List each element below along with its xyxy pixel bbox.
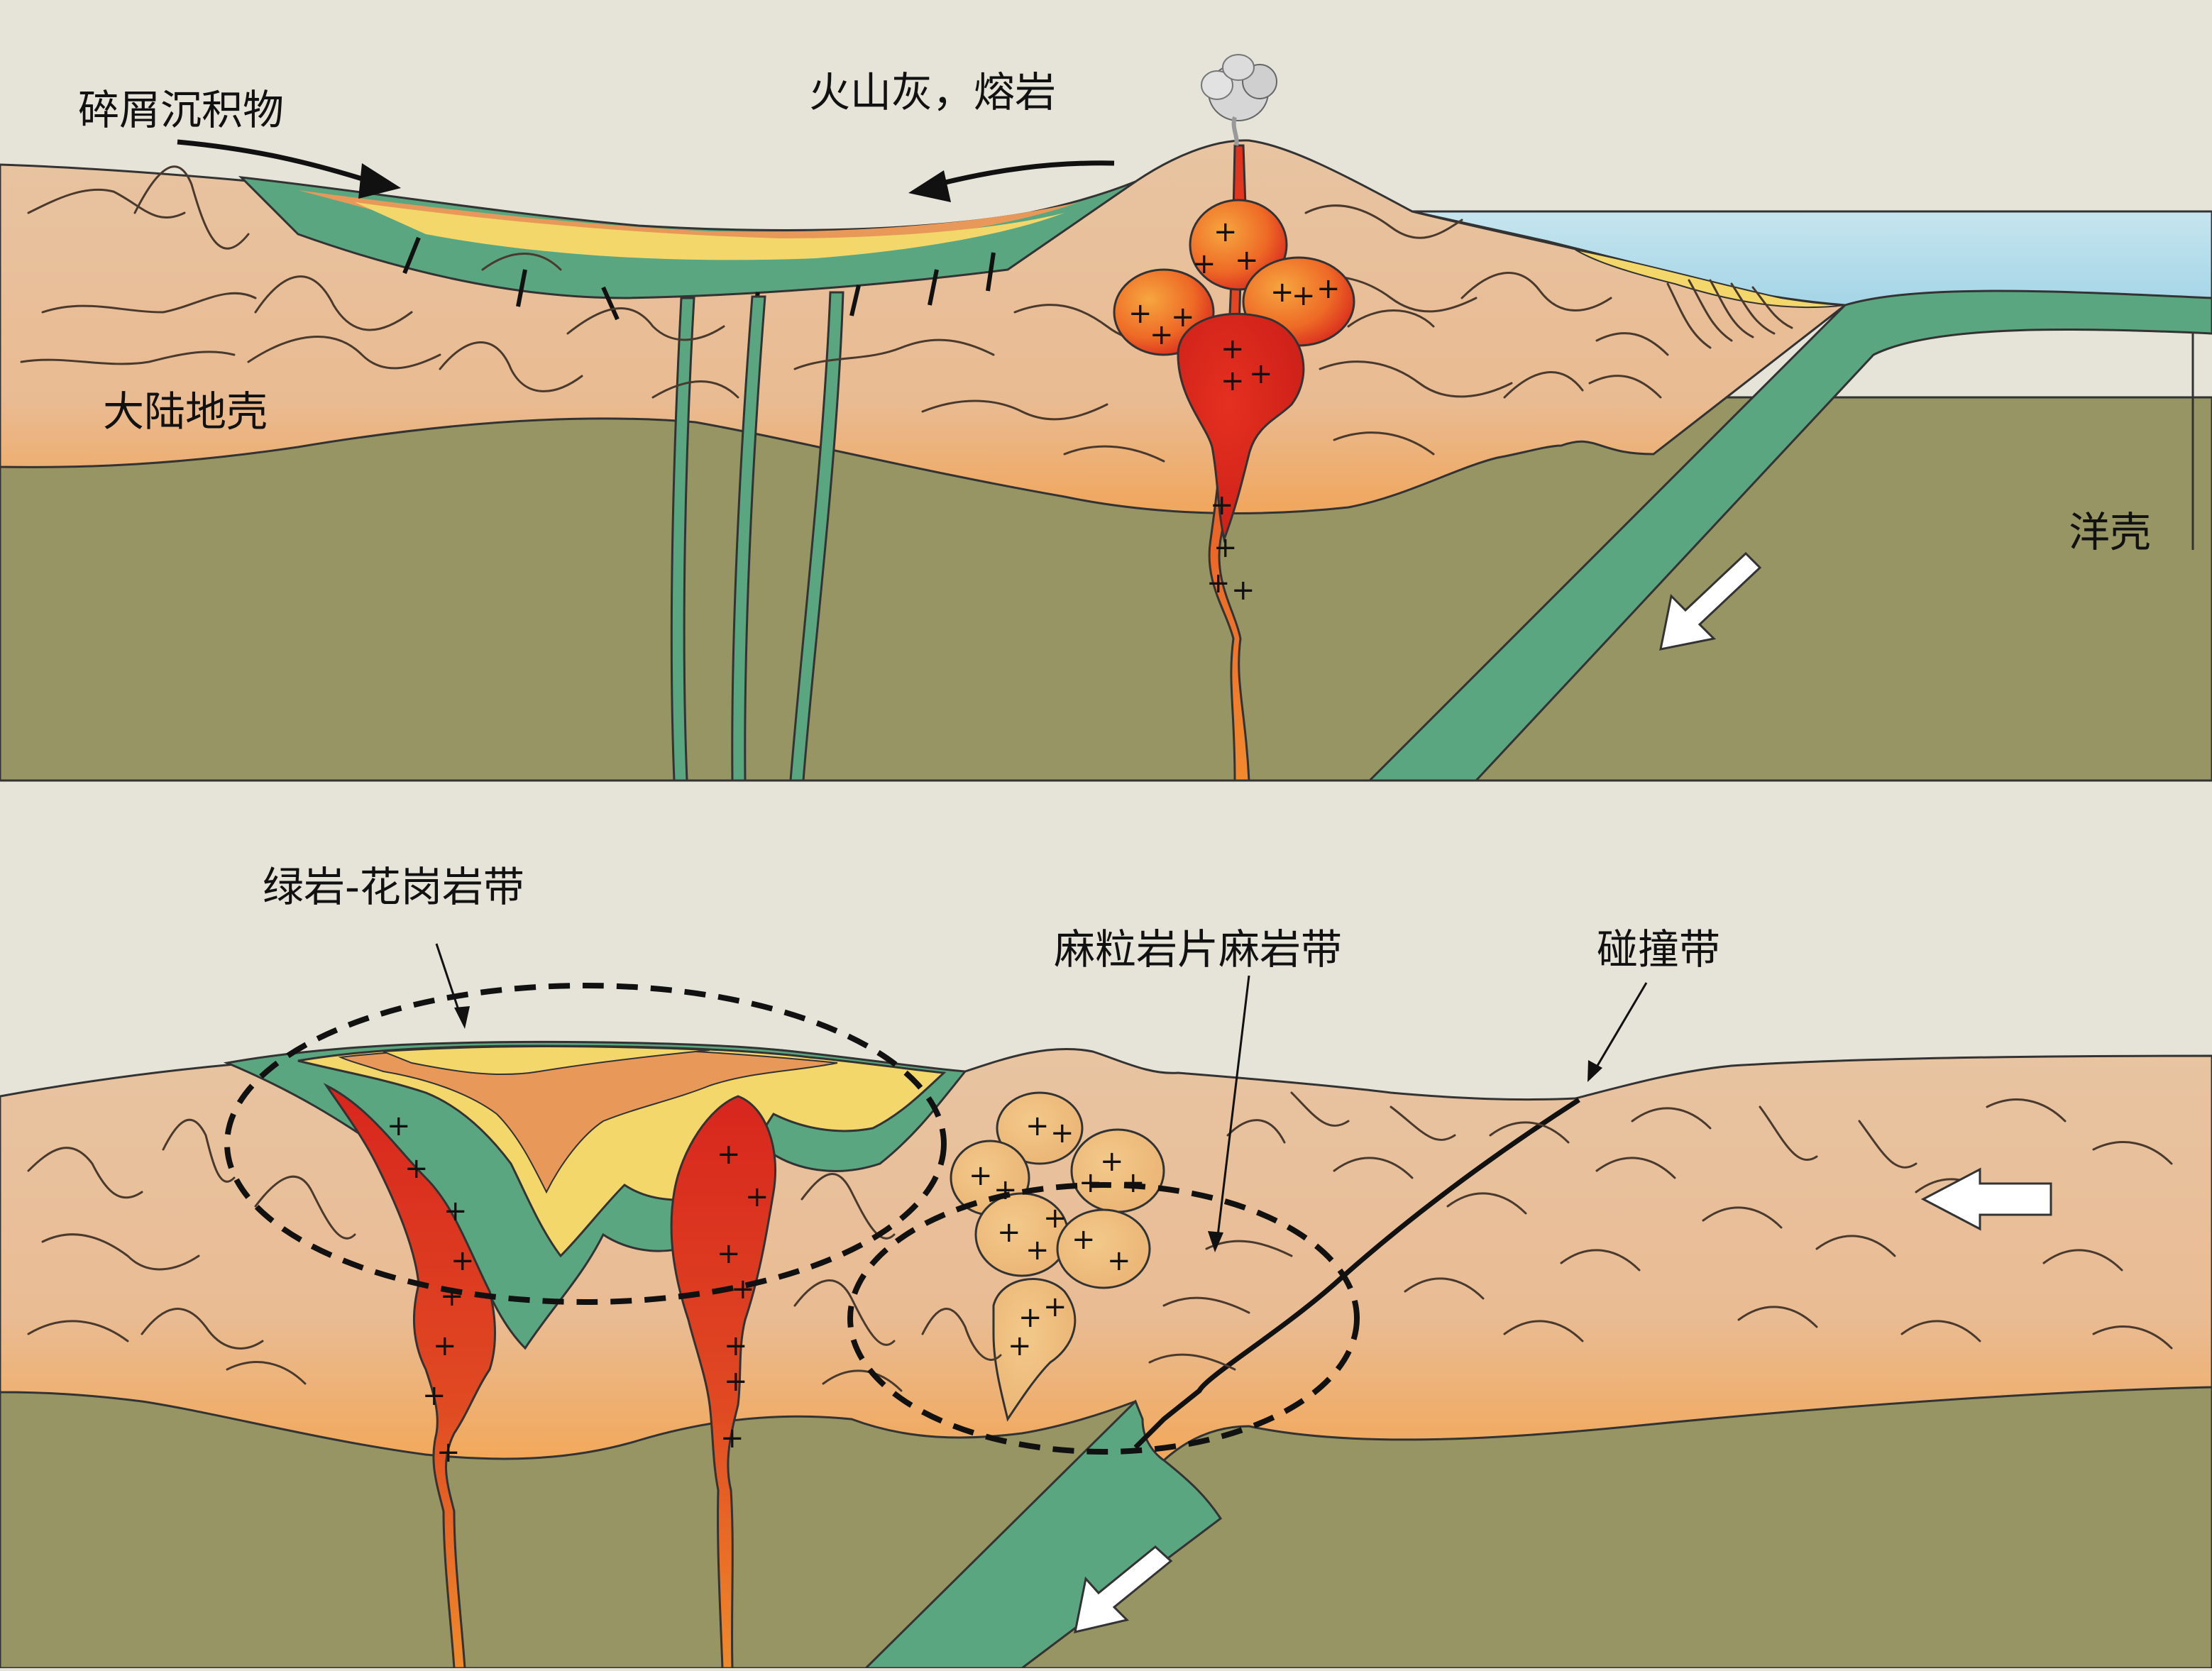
svg-text:+: +	[1270, 276, 1294, 309]
svg-text:+: +	[433, 1330, 457, 1362]
svg-text:+: +	[436, 1436, 461, 1469]
svg-text:+: +	[451, 1245, 475, 1277]
label-oceanic-crust: 洋壳	[2069, 508, 2151, 556]
svg-text:+: +	[1221, 333, 1245, 365]
svg-text:+: +	[1292, 280, 1316, 312]
greenstone-yellow-layer	[297, 1044, 947, 1258]
granite-dykes: +++ +++ ++ +++ +++ +	[323, 1083, 777, 1670]
granulite-leader	[1216, 975, 1250, 1242]
svg-text:+: +	[724, 1365, 748, 1398]
svg-text:+: +	[1171, 301, 1195, 333]
greenstone-top-yellow	[383, 1046, 710, 1076]
svg-text:+: +	[1214, 531, 1238, 564]
label-ash-lava: 火山灰，熔岩	[809, 68, 1056, 116]
svg-text:+: +	[969, 1159, 993, 1192]
collision-leader	[1592, 982, 1648, 1074]
bottom-subducting-slab	[863, 1399, 1223, 1670]
greenstone-granite-ellipse	[224, 983, 947, 1305]
top-black-arrows	[177, 139, 1115, 202]
feeder-dykes	[670, 291, 844, 782]
debris-arrowhead	[358, 163, 401, 199]
granulite-gneiss-ellipse	[847, 1182, 1360, 1455]
svg-text:+: +	[1231, 574, 1255, 607]
collision-leader-head	[1588, 1060, 1602, 1082]
svg-text:+: +	[1050, 1117, 1074, 1149]
bottom-compression-arrow-icon	[1920, 1167, 2052, 1231]
label-collision: 碰撞带	[1597, 925, 1720, 974]
ash-lava-arrowhead	[908, 170, 951, 202]
dome-plus-marks: ++ ++ +++ +++ ++ +++	[969, 1110, 1145, 1362]
top-magma-system: +++ +++ +++ +++ +++ +	[1113, 144, 1355, 782]
svg-text:+: +	[1249, 358, 1273, 390]
granulite-leader-head	[1208, 1231, 1223, 1252]
svg-text:+: +	[997, 1216, 1021, 1249]
label-granulite-gneiss: 麻粒岩片麻岩带	[1054, 925, 1342, 974]
svg-text:+: +	[1100, 1145, 1124, 1178]
label-greenstone-granite: 绿岩-花岗岩带	[263, 863, 524, 911]
svg-text:+: +	[731, 1273, 755, 1306]
collision-fault	[1133, 1098, 1580, 1450]
top-magma-chamber-main	[1177, 312, 1305, 544]
svg-text:+: +	[745, 1181, 769, 1213]
svg-text:+: +	[1235, 244, 1259, 277]
svg-text:+: +	[717, 1138, 741, 1171]
top-panel: +++ +++ +++ +++ +++ +	[0, 54, 2212, 782]
svg-text:+: +	[422, 1379, 446, 1412]
svg-text:+: +	[994, 1174, 1018, 1206]
greenstone-leader	[435, 943, 463, 1019]
svg-text:+: +	[1008, 1330, 1032, 1362]
svg-text:+: +	[1192, 248, 1216, 280]
bottom-panel: +++ +++ ++ +++ +++ + ++ ++ +++ +++ ++ ++	[0, 863, 2212, 1670]
top-magma-plus-marks: +++ +++ +++ +++ +++ +	[1128, 216, 1341, 607]
svg-text:+: +	[1072, 1223, 1096, 1256]
dyke-plus-marks: +++ +++ ++ +++ +++ +	[387, 1110, 769, 1469]
svg-text:+: +	[720, 1422, 744, 1455]
bottom-subduction-arrow-icon	[1074, 1545, 1173, 1633]
bottom-crust-foliation	[27, 1091, 2173, 1392]
granite-domes: ++ ++ +++ +++ ++ +++	[950, 1091, 1165, 1422]
svg-text:+: +	[387, 1110, 411, 1142]
svg-text:+: +	[724, 1330, 748, 1362]
top-shelf-sediment	[1575, 249, 1846, 309]
top-subduction-arrow-icon	[1659, 551, 1762, 651]
svg-text:+: +	[440, 1280, 464, 1313]
svg-text:+: +	[1025, 1110, 1050, 1142]
svg-text:+: +	[1214, 216, 1238, 248]
label-debris: 碎屑沉积物	[78, 86, 284, 134]
label-continental-crust: 大陆地壳	[103, 387, 268, 436]
svg-text:+: +	[717, 1237, 741, 1270]
svg-text:+: +	[1221, 365, 1245, 397]
svg-text:+: +	[1210, 489, 1234, 522]
svg-text:+: +	[1150, 319, 1174, 351]
svg-text:+: +	[1107, 1245, 1131, 1277]
greenstone-leader-head	[454, 1006, 470, 1029]
svg-text:+: +	[1043, 1202, 1067, 1235]
svg-text:+: +	[1043, 1291, 1067, 1323]
top-crust-foliation	[20, 165, 1793, 463]
svg-text:+: +	[1206, 567, 1231, 600]
svg-text:+: +	[1128, 297, 1152, 330]
svg-text:+: +	[1025, 1234, 1050, 1267]
debris-arrow-icon	[177, 139, 370, 184]
top-oceanic-slab	[1367, 289, 2212, 782]
svg-text:+: +	[444, 1195, 468, 1228]
ash-lava-arrow-icon	[936, 160, 1115, 187]
svg-text:+: +	[405, 1152, 429, 1185]
svg-text:+: +	[1018, 1301, 1042, 1334]
volcanic-plume-icon	[1201, 54, 1277, 146]
top-sediment-yellow	[355, 202, 1064, 260]
svg-text:+: +	[1316, 272, 1341, 305]
